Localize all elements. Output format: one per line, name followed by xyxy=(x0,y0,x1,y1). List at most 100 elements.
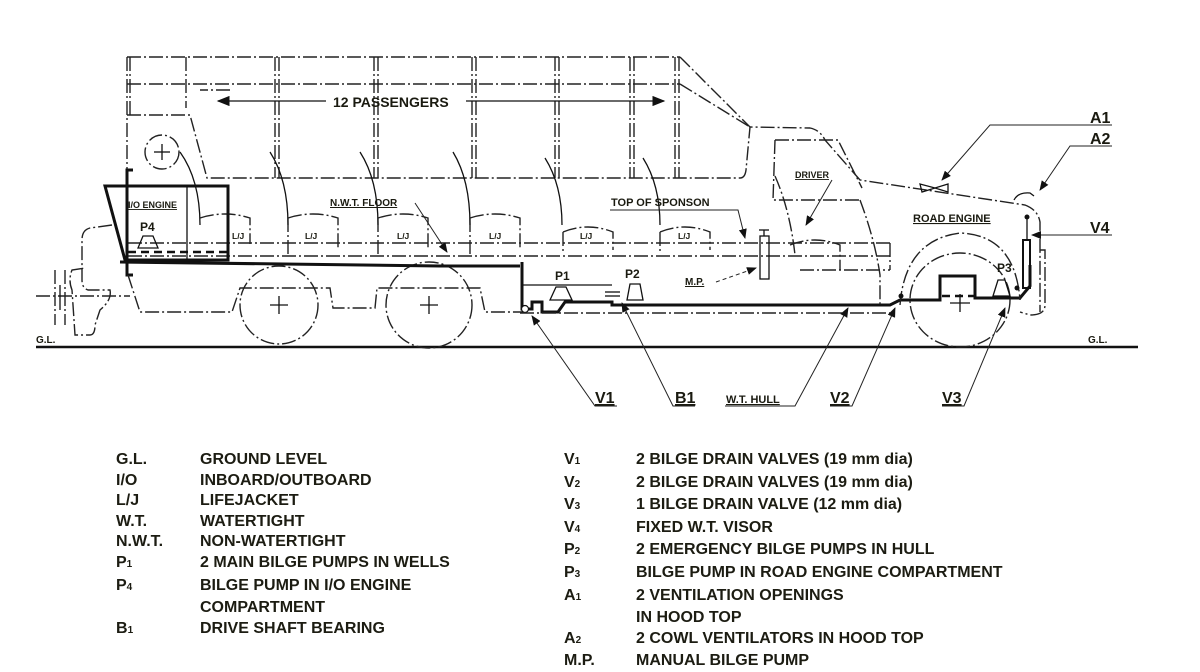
legend-abbr-subscript: 1 xyxy=(575,591,582,603)
legend-abbr: G.L. xyxy=(116,451,148,468)
spare-wheel xyxy=(144,134,180,170)
legend-entry: COMPARTMENT xyxy=(116,598,450,619)
legend-description: FIXED W.T. VISOR xyxy=(636,518,773,536)
p2-label: P2 xyxy=(625,267,640,281)
v4-visor xyxy=(1019,214,1046,316)
wt-hull xyxy=(520,262,1032,314)
p3-pump xyxy=(992,279,1011,297)
legend-abbr-subscript: 4 xyxy=(574,523,581,535)
canopy-frame xyxy=(126,56,1041,312)
legend-abbr: V xyxy=(564,451,575,468)
b1-label: B1 xyxy=(675,390,696,407)
hull-outline xyxy=(127,274,530,313)
legend-abbr-wrap: A1 xyxy=(564,586,636,609)
legend-abbr: N.W.T. xyxy=(116,533,164,551)
top-of-sponson-label: TOP OF SPONSON xyxy=(611,197,710,209)
legend-abbr-wrap: B1 xyxy=(116,619,200,642)
b1-bearing xyxy=(605,291,620,297)
legend-abbr-subscript: 1 xyxy=(574,456,581,467)
legend-abbr: P xyxy=(116,553,127,571)
legend-abbr-wrap: V1 xyxy=(564,450,636,473)
legend-description: IN HOOD TOP xyxy=(636,609,742,627)
legend-abbr-subscript: 4 xyxy=(126,581,133,593)
legend-abbr-wrap: P2 xyxy=(564,540,636,563)
legend-abbr-wrap: V3 xyxy=(564,495,636,518)
legend-description: BILGE PUMP IN ROAD ENGINE COMPARTMENT xyxy=(636,563,1003,581)
legend-abbr-wrap: P4 xyxy=(116,576,200,599)
lj-label: L/J xyxy=(489,231,502,241)
v1-label: V1 xyxy=(595,390,615,407)
legend-description: DRIVE SHAFT BEARING xyxy=(200,619,385,637)
a2-label: A2 xyxy=(1090,131,1111,148)
legend-description: 2 BILGE DRAIN VALVES (19 mm dia) xyxy=(636,473,913,491)
legend-entry: N.W.T. NON-WATERTIGHT xyxy=(116,532,450,553)
p1-pump xyxy=(548,286,574,301)
road-engine-label: ROAD ENGINE xyxy=(913,213,991,225)
legend-abbr-subscript: 1 xyxy=(126,558,133,570)
legend-abbr-wrap: V2 xyxy=(564,473,636,496)
v1-valve xyxy=(520,304,530,314)
legend-abbr xyxy=(116,598,200,619)
legend-abbr-wrap: V4 xyxy=(564,518,636,541)
legend-abbr-subscript: 2 xyxy=(574,546,581,558)
outboard-drive xyxy=(36,224,130,336)
v2-valve xyxy=(898,293,904,299)
legend-abbr: P xyxy=(564,563,575,581)
legend-description: 2 COWL VENTILATORS IN HOOD TOP xyxy=(636,629,924,647)
legend-abbr-wrap: A2 xyxy=(564,629,636,652)
p2-pump xyxy=(626,283,644,301)
legend-description: 2 VENTILATION OPENINGS xyxy=(636,586,844,604)
legend-description: MANUAL BILGE PUMP xyxy=(636,652,810,670)
io-engine-label: I/O ENGINE xyxy=(128,200,177,210)
rear-wheel-2 xyxy=(385,261,473,349)
legend-abbr xyxy=(564,608,636,629)
driver-compartment xyxy=(772,139,891,305)
hood-vents xyxy=(919,183,1035,201)
manual-bilge-pump xyxy=(759,229,770,280)
front-wheel xyxy=(899,232,1021,348)
legend-entry: W.T. WATERTIGHT xyxy=(116,512,450,533)
legend-abbr-subscript: 3 xyxy=(574,568,581,580)
legend-description: NON-WATERTIGHT xyxy=(200,533,346,551)
legend-abbr: V xyxy=(564,473,575,491)
p1-label: P1 xyxy=(555,269,570,283)
legend-abbr-subscript: 2 xyxy=(575,634,582,646)
lifejacket-seats: L/J L/J L/J L/J L/J L/J xyxy=(199,213,711,254)
v3-valve xyxy=(1014,285,1020,291)
legend-entry: M.P.MANUAL BILGE PUMP xyxy=(564,651,1003,672)
legend-abbr-subscript: 2 xyxy=(574,478,581,490)
v2-label: V2 xyxy=(830,390,850,407)
legend-entry: IN HOOD TOP xyxy=(564,608,1003,629)
legend-abbr: B xyxy=(116,619,128,637)
legend-description: LIFEJACKET xyxy=(200,492,299,510)
passengers-label: 12 PASSENGERS xyxy=(333,94,449,110)
v4-label: V4 xyxy=(1090,220,1110,237)
legend-abbr: A xyxy=(564,629,576,647)
legend-description: INBOARD/OUTBOARD xyxy=(200,471,372,489)
a1-label: A1 xyxy=(1090,110,1111,127)
legend-abbr: W.T. xyxy=(116,512,148,530)
legend-abbr-wrap: P1 xyxy=(116,553,200,576)
nwt-floor xyxy=(119,260,520,268)
legend-description: WATERTIGHT xyxy=(200,512,305,530)
legend-description: 2 BILGE DRAIN VALVES (19 mm dia) xyxy=(636,451,913,468)
legend-abbr-wrap: P3 xyxy=(564,563,636,586)
legend-description: COMPARTMENT xyxy=(200,599,326,617)
legend-description: 1 BILGE DRAIN VALVE (12 mm dia) xyxy=(636,496,903,514)
legend-abbr: V xyxy=(564,518,575,536)
nwt-floor-label: N.W.T. FLOOR xyxy=(330,198,398,209)
mp-label: M.P. xyxy=(685,277,704,288)
legend-description: BILGE PUMP IN I/O ENGINE xyxy=(200,576,412,594)
seat-backs xyxy=(179,151,661,226)
lj-label: L/J xyxy=(305,231,318,241)
legend-description: 2 MAIN BILGE PUMPS IN WELLS xyxy=(200,553,450,571)
